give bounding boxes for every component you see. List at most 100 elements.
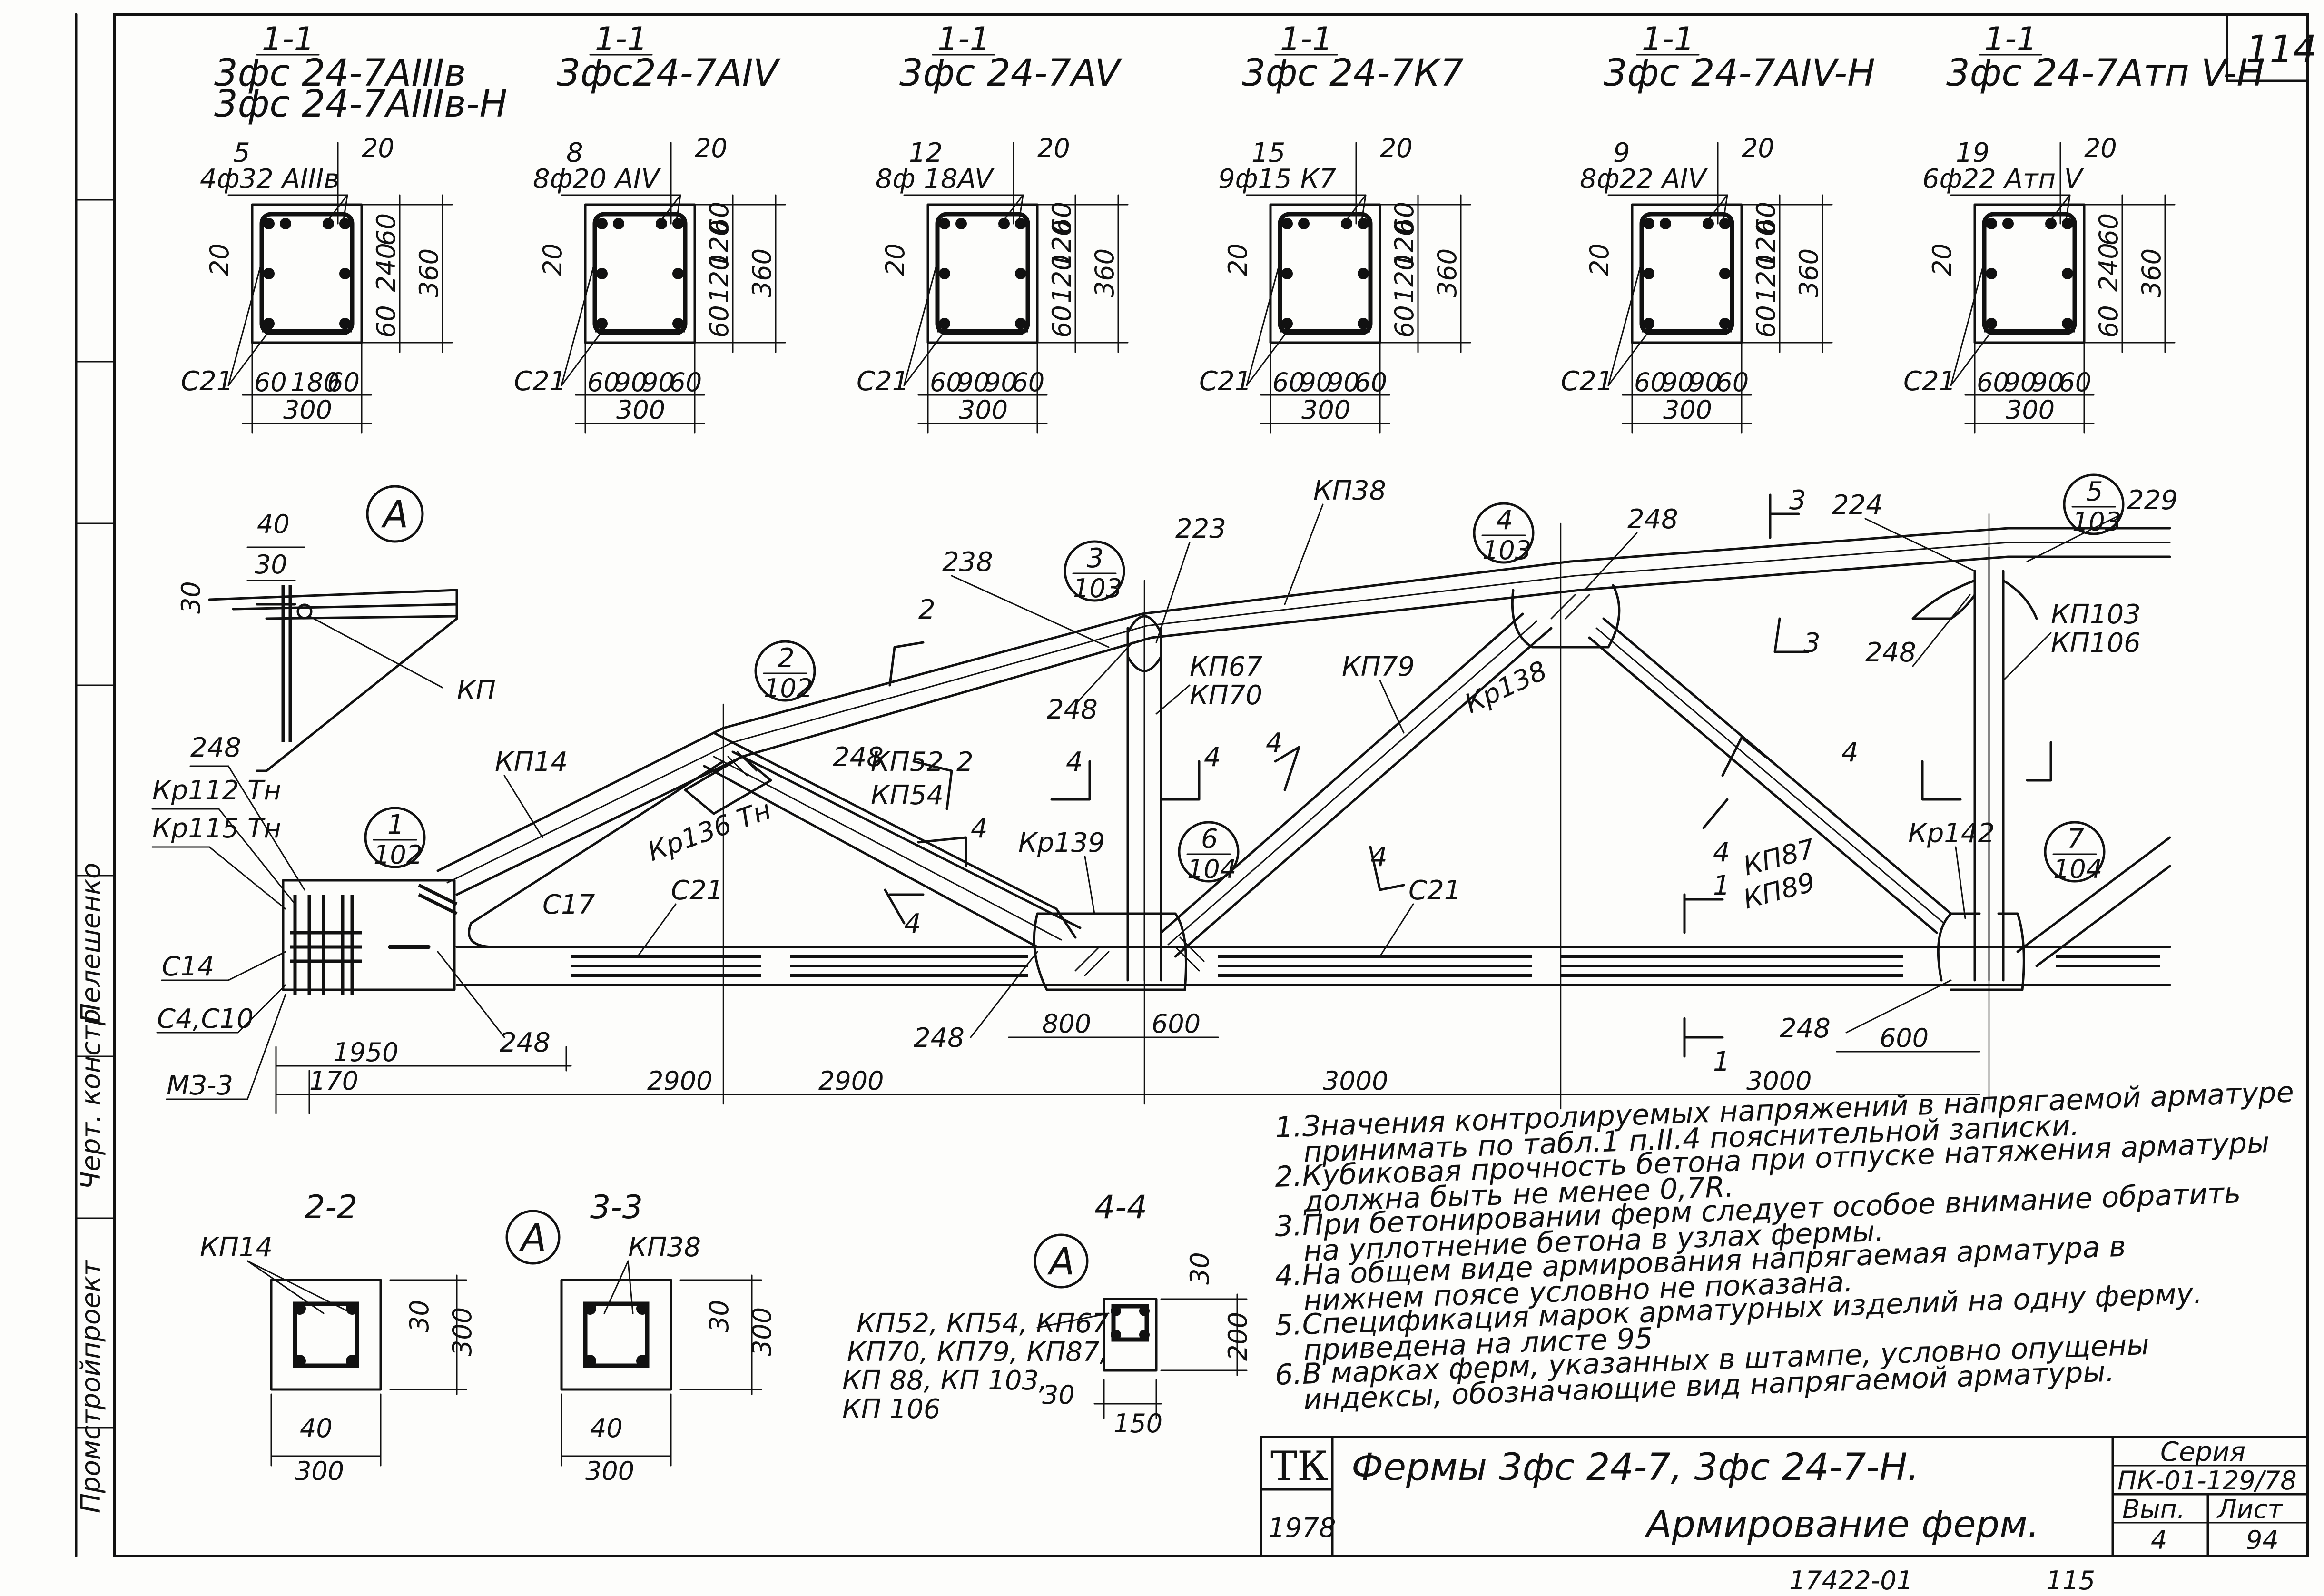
section-side-dim: 120	[1047, 220, 1077, 269]
rebar-dot	[1986, 318, 1997, 329]
node-number: 7	[2067, 824, 2084, 855]
section-4-4: A 4-4 30 200 КП52, КП54, КП67 КП70, КП79…	[842, 1189, 1253, 1438]
section-mark: 3фс 24-7К7	[1242, 52, 1464, 95]
section-side-dim: 120	[1751, 254, 1781, 303]
svg-text:3: 3	[1789, 485, 1806, 516]
section-mark: 3фс24-7AIV	[557, 52, 781, 95]
detail-a-callout: КП	[457, 675, 496, 706]
rebar-dot	[1986, 218, 1997, 229]
section-bars: 4ф32 AIIIв	[200, 164, 339, 195]
detail-a-dim-side: 30	[176, 581, 206, 614]
section-mark: 3фс 24-7AIIIв	[214, 52, 466, 95]
svg-text:1: 1	[1713, 1046, 1730, 1077]
section-count: 5	[233, 138, 250, 168]
section-mark: 3фс 24-7Атп V-Н	[1946, 52, 2265, 95]
section-count: 12	[909, 138, 943, 168]
rebar-dot	[1643, 268, 1654, 279]
rebar-dot	[1281, 268, 1293, 279]
title-stamp: ТК 1978 Фермы 3фс 24-7, 3фс 24-7-Н. Арми…	[1260, 1436, 2309, 1557]
node-number: 1	[387, 809, 404, 840]
lbl-m33: МЗ-3	[167, 1070, 233, 1101]
section-bottom-dim: 60	[327, 367, 360, 397]
section-side-dim: 240	[371, 243, 401, 292]
section-cover: 20	[1223, 243, 1253, 276]
section-stirrup	[1278, 212, 1373, 335]
lbl-kr142: Кр142	[1908, 818, 1995, 849]
side-org: Промстройпроект	[76, 1260, 107, 1513]
rebar-dot	[1643, 318, 1654, 329]
section-side-dim: 120	[1389, 254, 1419, 303]
section-bottom-dim: 60	[1977, 367, 2009, 397]
section-side-dim: 60	[371, 213, 401, 246]
rebar-dot	[1643, 218, 1654, 229]
rebar-dot	[596, 218, 608, 229]
section-cut: 1-1	[595, 20, 648, 58]
svg-text:30: 30	[1042, 1380, 1075, 1410]
svg-text:40: 40	[590, 1413, 623, 1443]
node-7-block	[1937, 912, 2025, 991]
section-width: 300	[1301, 395, 1350, 425]
rebar-dot	[1341, 218, 1352, 229]
node-sheet: 104	[1187, 854, 1236, 884]
rebar-dot	[323, 218, 334, 229]
dim-3000-a: 3000	[1323, 1066, 1388, 1096]
detail-a-circle	[366, 485, 424, 543]
section-top-dim: 20	[2084, 133, 2117, 163]
svg-text:2: 2	[956, 747, 974, 778]
sheet-frame	[113, 13, 2309, 1557]
svg-text:3: 3	[1803, 628, 1821, 659]
rebar-dot	[1358, 218, 1369, 229]
section-frame: С21	[1903, 366, 1956, 397]
svg-text:30: 30	[704, 1300, 734, 1332]
svg-text:4: 4	[971, 813, 988, 844]
section-bottom-dim: 90	[642, 367, 675, 397]
rebar-dot	[1358, 268, 1369, 279]
svg-text:4: 4	[1066, 747, 1083, 778]
section-cut: 1-1	[262, 20, 315, 58]
section-count: 15	[1251, 138, 1285, 168]
section-outline	[251, 203, 363, 344]
svg-text:КП70, КП79, КП87,: КП70, КП79, КП87,	[847, 1337, 1108, 1368]
rebar-dot	[1015, 268, 1026, 279]
section-2-2: 2-2 КП14 30 300 40 300	[200, 1189, 477, 1486]
svg-text:200: 200	[1223, 1312, 1253, 1361]
section-mark: 3фс 24-7AIV-Н	[1604, 52, 1875, 95]
lbl-kp14: КП14	[495, 747, 568, 778]
section-bars: 8ф20 AIV	[533, 164, 661, 195]
vertical-1	[1126, 627, 1162, 982]
lbl-248-a: 248	[833, 742, 884, 773]
svg-text:A: A	[1047, 1241, 1074, 1283]
section-bars: 9ф15 К7	[1218, 164, 1336, 195]
rebar-dot	[1358, 318, 1369, 329]
svg-text:300: 300	[447, 1307, 477, 1356]
section-side-dim: 120	[1047, 254, 1077, 303]
section-bottom-dim: 90	[2004, 367, 2037, 397]
section-outline	[1631, 203, 1743, 344]
rebar-dot	[672, 218, 684, 229]
rebar-dot	[1719, 268, 1731, 279]
rebar-dot	[939, 268, 950, 279]
lbl-c21-b: С21	[1408, 875, 1461, 906]
section-cut: 1-1	[1642, 20, 1694, 58]
section-side-dim: 60	[1389, 202, 1419, 235]
section-stirrup	[935, 212, 1030, 335]
section-side-dim: 120	[1389, 220, 1419, 269]
section-side-dim: 120	[704, 220, 734, 269]
section-side-dim: 60	[371, 305, 401, 338]
node-sheet: 103	[1073, 573, 1122, 603]
notes: 1.Значения контролируемых напряжений в н…	[1274, 1075, 2294, 1417]
rebar-dot	[656, 218, 667, 229]
rebar-dot	[596, 268, 608, 279]
rebar-dot	[1660, 218, 1671, 229]
section-count: 8	[566, 138, 583, 168]
section-side-dim: 120	[704, 254, 734, 303]
lbl-223: 223	[1175, 513, 1226, 544]
